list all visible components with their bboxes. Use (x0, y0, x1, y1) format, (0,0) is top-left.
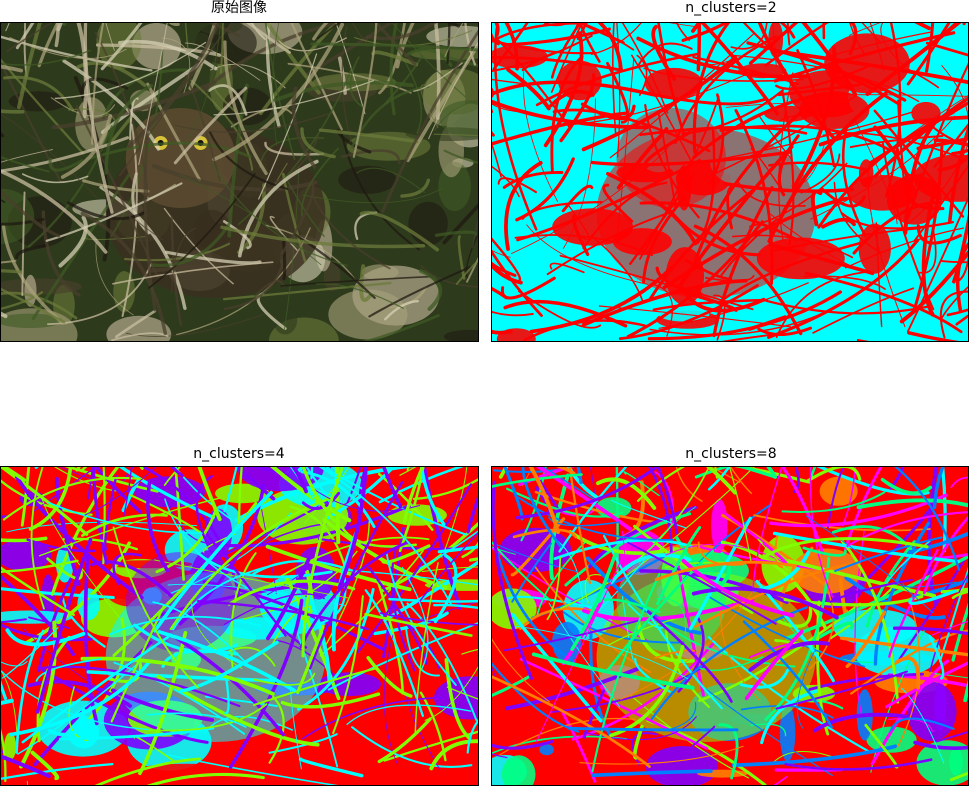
panel-title-clusters-2: n_clusters=2 (685, 0, 777, 16)
segmented-image-2-clusters-canvas (492, 23, 968, 341)
segmented-image-4-clusters (0, 466, 479, 786)
segmented-image-8-clusters (491, 466, 969, 786)
original-image-canvas (1, 23, 478, 341)
panel-title-original: 原始图像 (211, 0, 267, 16)
segmented-image-2-clusters (491, 22, 969, 342)
panel-title-clusters-4: n_clusters=4 (193, 446, 285, 462)
original-image (0, 22, 479, 342)
panel-title-clusters-8: n_clusters=8 (685, 446, 777, 462)
segmented-image-8-clusters-canvas (492, 467, 968, 785)
segmented-image-4-clusters-canvas (1, 467, 478, 785)
